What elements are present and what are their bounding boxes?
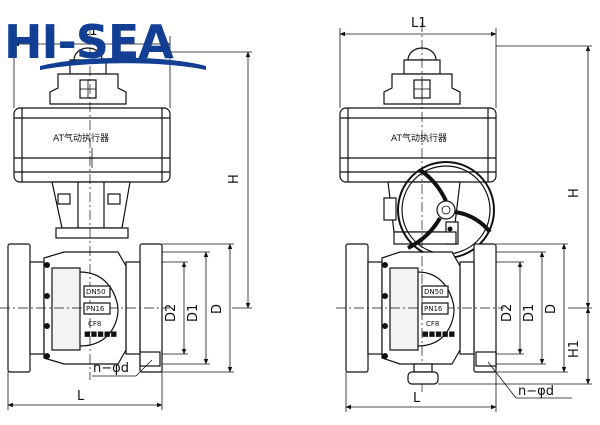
- hi-sea-logo: HI-SEA: [4, 15, 206, 70]
- right-marking-code: ■■■■■: [422, 330, 455, 338]
- right-d1-label: D1: [522, 304, 537, 322]
- left-l-dimension: L: [7, 372, 163, 410]
- left-l-label: L: [77, 389, 85, 404]
- right-diameter-dimensions: D2 D1 D: [496, 243, 568, 373]
- left-diameter-dimensions: D2 D1 D: [162, 243, 234, 373]
- right-l-dimension: L: [345, 372, 497, 412]
- left-actuator: AT气动执行器: [13, 107, 171, 183]
- logo-swoosh: [40, 57, 206, 70]
- right-marking-pn: PN16: [424, 305, 443, 313]
- left-marking-dn: DN50: [86, 288, 106, 296]
- right-l-label: L: [413, 391, 421, 406]
- right-marking-dn: DN50: [424, 288, 444, 296]
- right-marking-material: CF8: [426, 320, 439, 328]
- right-h1-dimension: H1: [438, 307, 592, 385]
- left-valve-view: L1 AT气动执行器: [0, 24, 252, 410]
- right-h-label: H: [567, 188, 582, 198]
- left-d1-label: D1: [186, 304, 201, 322]
- left-actuator-label: AT气动执行器: [53, 132, 109, 144]
- left-position-indicator: [49, 47, 127, 105]
- right-l1-label: L1: [411, 16, 427, 31]
- left-h-dimension: H: [170, 51, 252, 309]
- left-marking-code: ■■■■■: [84, 330, 117, 338]
- right-h1-label: H1: [567, 340, 582, 358]
- left-bracket: [51, 181, 131, 239]
- right-d2-label: D2: [500, 304, 515, 322]
- left-d2-label: D2: [164, 304, 179, 322]
- left-marking-pn: PN16: [86, 305, 105, 313]
- left-h-label: H: [227, 174, 242, 184]
- right-valve-body: DN50 PN16 CF8 ■■■■■: [336, 22, 504, 392]
- right-valve-view: L1 AT气动执行器: [336, 16, 592, 412]
- left-marking-material: CF8: [88, 320, 101, 328]
- left-bolt-hole-callout: n−φd: [92, 359, 153, 377]
- right-l1-dimension: L1: [339, 16, 497, 108]
- left-d-label: D: [210, 304, 225, 314]
- right-h-dimension: H: [496, 45, 592, 309]
- right-bolt-hole-label: n−φd: [518, 384, 554, 399]
- left-bolt-hole-label: n−φd: [93, 361, 129, 376]
- right-actuator-label: AT气动执行器: [391, 132, 447, 144]
- left-valve-body: DN50 PN16 CF8 ■■■■■: [0, 30, 170, 380]
- right-d-label: D: [544, 304, 559, 314]
- handwheel[interactable]: [397, 161, 495, 259]
- right-bolt-hole-callout: n−φd: [487, 361, 572, 399]
